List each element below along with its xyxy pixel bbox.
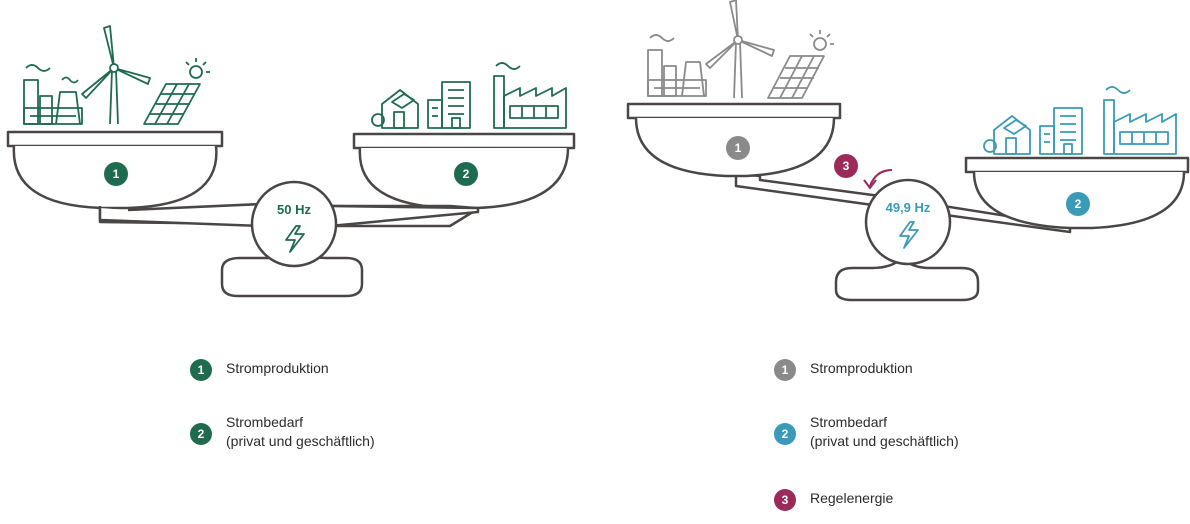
balance-scale-unbalanced: 49,9 Hz 1 2 3 [626, 0, 1190, 302]
legend-item-demand: 2 Strombedarf (privat und geschäftlich) [190, 413, 375, 451]
svg-text:1: 1 [735, 141, 742, 155]
power-plants-icon [23, 64, 83, 125]
solar-panel-icon [767, 30, 834, 99]
badge-demand: 2 [454, 162, 478, 186]
badge-production: 1 [104, 162, 128, 186]
legend-badge: 1 [190, 359, 212, 381]
house-icon [371, 89, 419, 129]
lightning-icon [899, 221, 919, 249]
legend-badge: 2 [774, 423, 796, 445]
legend-badge: 1 [774, 359, 796, 381]
svg-text:2: 2 [463, 167, 470, 181]
legend-item-demand: 2 Strombedarf (privat und geschäftlich) [774, 413, 959, 451]
legend-item-production: 1 Stromproduktion [774, 359, 913, 381]
svg-text:1: 1 [113, 167, 120, 181]
legend-badge: 3 [774, 489, 796, 511]
legend-sublabel: (privat und geschäftlich) [226, 433, 375, 449]
lightning-icon [285, 225, 305, 253]
legend-label: Strombedarf [810, 414, 888, 430]
frequency-label: 50 Hz [277, 202, 311, 217]
badge-demand: 2 [1066, 192, 1090, 216]
curved-arrow-icon [869, 169, 893, 187]
house-icon [983, 115, 1031, 155]
svg-text:3: 3 [843, 159, 850, 173]
legend-label: Stromproduktion [226, 360, 329, 376]
wind-turbine-icon [705, 0, 775, 99]
legend-badge: 2 [190, 423, 212, 445]
wind-turbine-icon [81, 25, 151, 125]
badge-production: 1 [726, 136, 750, 160]
legend-label: Regelenergie [810, 490, 894, 506]
factory-icon [493, 62, 567, 129]
legend-label: Stromproduktion [810, 360, 913, 376]
office-building-icon [1039, 107, 1083, 155]
legend-label: Strombedarf [226, 414, 304, 430]
legend-item-control-energy: 3 Regelenergie [774, 489, 893, 511]
power-plants-icon [647, 34, 707, 97]
badge-control-energy: 3 [834, 154, 858, 178]
frequency-label: 49,9 Hz [886, 200, 931, 215]
svg-text:2: 2 [1075, 197, 1082, 211]
solar-panel-icon [143, 58, 210, 125]
office-building-icon [427, 81, 471, 129]
balance-scale-balanced: 50 Hz 1 2 [6, 25, 576, 298]
factory-icon [1103, 86, 1177, 155]
legend-item-production: 1 Stromproduktion [190, 359, 329, 381]
legend-sublabel: (privat und geschäftlich) [810, 433, 959, 449]
